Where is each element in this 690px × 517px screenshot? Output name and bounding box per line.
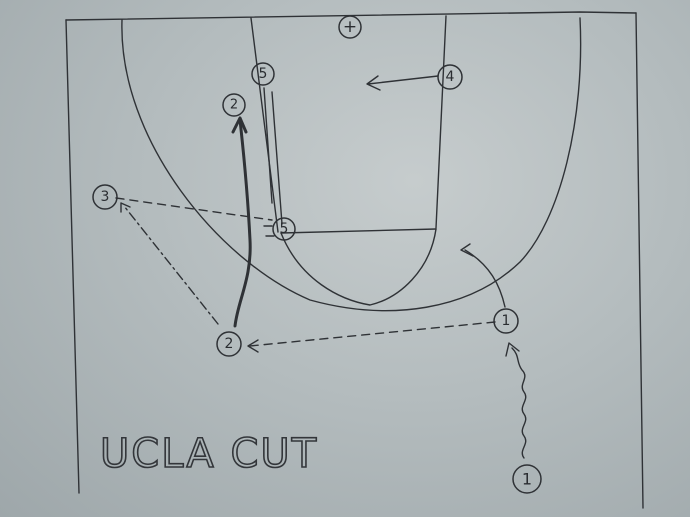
svg-text:1: 1 xyxy=(502,313,511,329)
basket-symbol: + xyxy=(343,17,357,37)
pass-line-1-2 xyxy=(249,321,496,347)
p5-screen-line-1 xyxy=(263,87,273,204)
player-1-mid: 1 xyxy=(493,308,519,334)
p2-cut-arrowhead xyxy=(231,116,248,134)
free-throw-circle xyxy=(280,228,437,306)
player-2-top: 2 xyxy=(222,93,246,117)
player-3: 3 xyxy=(92,184,118,210)
p5-screen-line-2 xyxy=(271,91,283,225)
free-throw-line xyxy=(280,228,437,234)
basket-icon xyxy=(338,15,362,39)
three-point-arc xyxy=(121,17,582,312)
svg-text:2: 2 xyxy=(230,98,238,113)
svg-text:3: 3 xyxy=(101,189,110,205)
svg-text:4: 4 xyxy=(446,69,455,85)
left-sideline xyxy=(65,19,80,494)
player-2-bottom: 2 xyxy=(216,331,242,357)
p4-movement-arrow xyxy=(367,75,439,85)
play-title: UCLA CUT xyxy=(100,431,318,477)
lane-left-line xyxy=(250,17,279,233)
player-5-top: 5 xyxy=(251,62,275,86)
pass-2-3-arrowhead xyxy=(120,202,131,213)
player-1-bottom: 1 xyxy=(512,464,542,494)
p1-cut-path xyxy=(464,249,506,308)
p1-cut-arrowhead xyxy=(460,243,474,257)
pass-line-2-3 xyxy=(123,205,219,325)
svg-text:2: 2 xyxy=(225,336,234,352)
player-5-mid: 5 xyxy=(272,217,296,241)
svg-text:1: 1 xyxy=(522,470,532,489)
pass-line-3-5 xyxy=(115,197,273,221)
right-sideline xyxy=(635,12,644,509)
baseline xyxy=(65,11,637,21)
lane-right-line xyxy=(435,15,447,229)
dribble-arrowhead xyxy=(505,342,520,357)
p2-cut-path xyxy=(233,118,252,328)
pass-1-2-arrowhead xyxy=(247,339,259,353)
dribble-path xyxy=(511,347,527,459)
p4-arrowhead xyxy=(366,75,381,91)
svg-text:5: 5 xyxy=(259,66,268,82)
svg-text:5: 5 xyxy=(280,221,289,237)
player-4: 4 xyxy=(437,64,463,90)
